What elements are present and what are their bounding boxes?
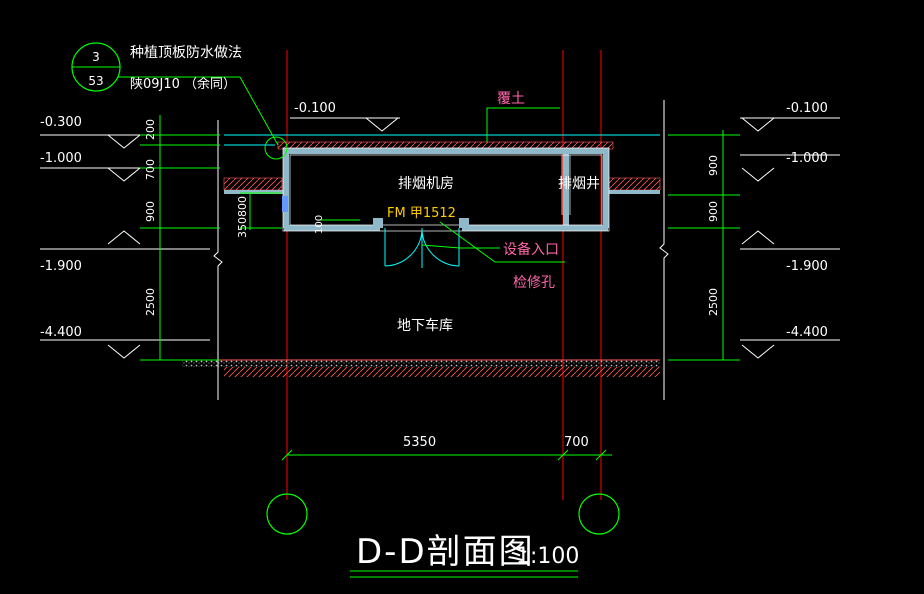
callout-number: 3 <box>92 50 100 64</box>
left-level-2: -1.000 <box>40 151 82 166</box>
left-dimension-chain <box>140 115 360 361</box>
label-soil-cover: 覆土 <box>497 91 525 107</box>
floor-slab <box>182 359 660 377</box>
right-level-3: -1.900 <box>786 259 828 274</box>
grid-axes <box>286 50 602 500</box>
grid-bubble-left <box>266 493 308 535</box>
callout-sheet: 53 <box>88 74 103 88</box>
right-level-1: -0.100 <box>786 101 828 116</box>
title-underline <box>350 570 578 578</box>
left-dim-4: 2500 <box>144 288 157 316</box>
right-dim-3: 2500 <box>707 288 720 316</box>
left-level-1: -0.300 <box>40 115 82 130</box>
right-level-marks <box>740 117 840 359</box>
bottom-dimension <box>281 449 612 461</box>
right-level-4: -4.400 <box>786 325 828 340</box>
top-level-label: -0.100 <box>294 101 336 116</box>
label-access-hole: 检修孔 <box>513 275 555 291</box>
label-fan-room: 排烟机房 <box>398 176 454 192</box>
room-walls <box>283 148 609 231</box>
wall-outlines <box>282 147 610 232</box>
right-dim-1: 900 <box>707 155 720 176</box>
right-dim-2: 900 <box>707 201 720 222</box>
right-dimension-chain <box>668 130 740 361</box>
bottom-dim-1: 5350 <box>403 435 436 450</box>
left-dim-1: 200 <box>144 119 157 140</box>
bottom-dim-2: 700 <box>564 435 589 450</box>
grid-bubbles <box>266 493 620 535</box>
label-smoke-shaft: 排烟井 <box>558 176 600 192</box>
detail-callout <box>71 42 121 92</box>
label-door-tag: FM 甲1512 <box>387 206 456 221</box>
grid-bubble-right <box>578 493 620 535</box>
callout-line1: 种植顶板防水做法 <box>130 45 242 61</box>
leader-lines <box>118 76 565 263</box>
label-equipment-entry: 设备入口 <box>503 241 559 258</box>
wall-stubs <box>282 196 469 228</box>
drawing-title: D-D剖面图 <box>356 532 535 572</box>
drawing-scale: 1:100 <box>516 544 579 569</box>
label-dim-100: 100 <box>314 215 325 234</box>
left-level-marks <box>40 134 210 359</box>
left-dim-2: 700 <box>144 159 157 180</box>
right-level-2: -1.000 <box>786 151 828 166</box>
top-level-mark <box>290 117 400 132</box>
door-swing <box>384 228 460 268</box>
label-garage: 地下车库 <box>397 317 453 334</box>
left-dim-3: 900 <box>144 201 157 222</box>
roof-slab <box>223 134 661 194</box>
left-dim-5: 350800 <box>236 196 249 238</box>
left-level-3: -1.900 <box>40 259 82 274</box>
callout-line2: 陕09J10 （余同） <box>130 76 236 92</box>
left-level-4: -4.400 <box>40 325 82 340</box>
break-lines <box>213 100 669 400</box>
